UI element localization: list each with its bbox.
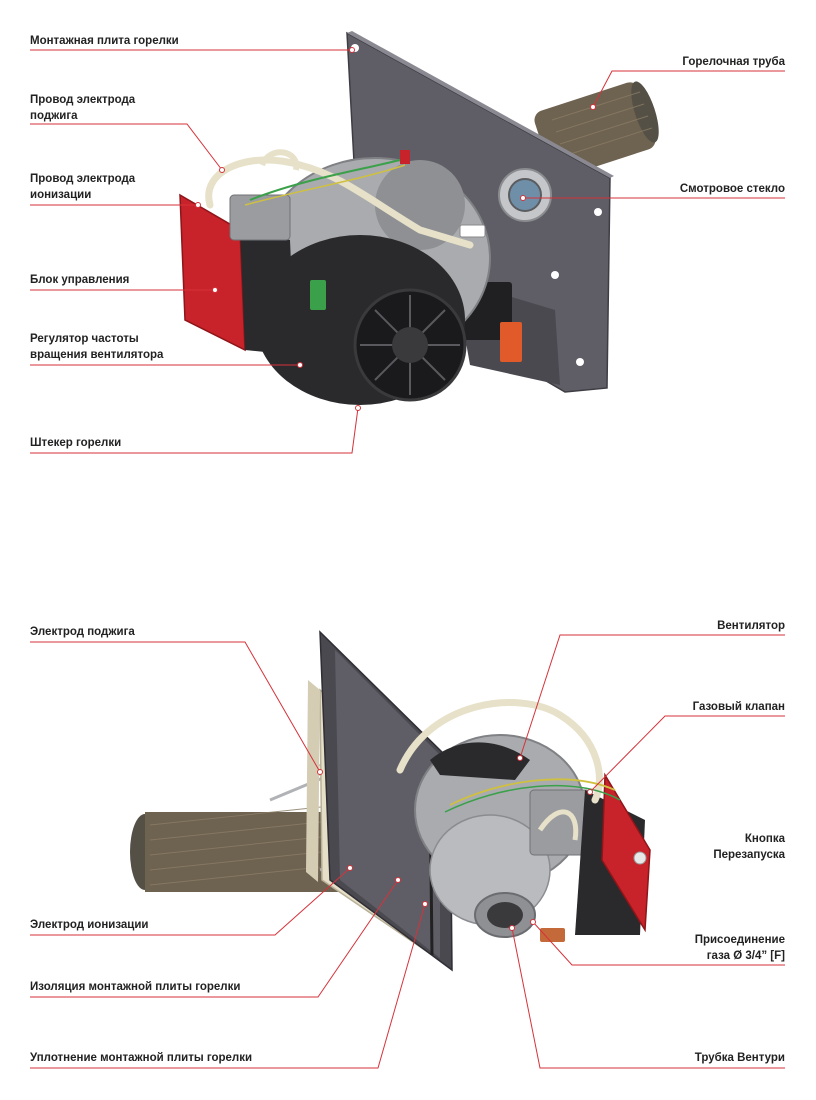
bottom-venturi-tube: [474, 892, 536, 938]
label-venturi-tube: Трубка Вентури: [694, 1052, 785, 1064]
bottom-control-unit: [575, 772, 651, 935]
label-plate-insulation: Изоляция монтажной плиты горелки: [30, 981, 241, 993]
label-gas-valve: Газовый клапан: [692, 701, 785, 713]
top-sight-glass: [498, 168, 552, 222]
label-sight-glass: Смотровое стекло: [679, 183, 785, 195]
top-leader-lines: [30, 49, 785, 454]
top-fan: [255, 235, 467, 405]
label-ionization-electrode-wire: Провод электрода ионизации: [30, 173, 136, 201]
label-ignition-electrode: Электрод поджига: [30, 626, 135, 638]
label-fan: Вентилятор: [717, 620, 785, 632]
label-gas-connection: Присоединение газа Ø 3/4” [F]: [694, 934, 785, 962]
label-control-unit: Блок управления: [30, 274, 130, 286]
top-burner-illustration: [179, 31, 659, 405]
label-ionization-electrode: Электрод ионизации: [30, 919, 149, 931]
label-reset-button: Кнопка Перезапуска: [713, 833, 785, 861]
bottom-leader-dots: [317, 755, 593, 931]
label-ignition-electrode-wire: Провод электрода поджига: [30, 94, 136, 122]
label-burner-plug: Штекер горелки: [30, 437, 122, 449]
bottom-burner-illustration: [130, 630, 651, 972]
label-mounting-plate: Монтажная плита горелки: [30, 35, 179, 47]
top-control-unit: [179, 193, 295, 355]
bottom-gas-valve: [529, 789, 591, 856]
top-leader-dots: [195, 47, 596, 411]
label-burner-tube: Горелочная труба: [682, 56, 785, 68]
bottom-leader-lines: [30, 634, 785, 1069]
label-fan-speed-regulator: Регулятор частоты вращения вентилятора: [30, 333, 164, 361]
label-plate-seal: Уплотнение монтажной плиты горелки: [30, 1052, 253, 1064]
